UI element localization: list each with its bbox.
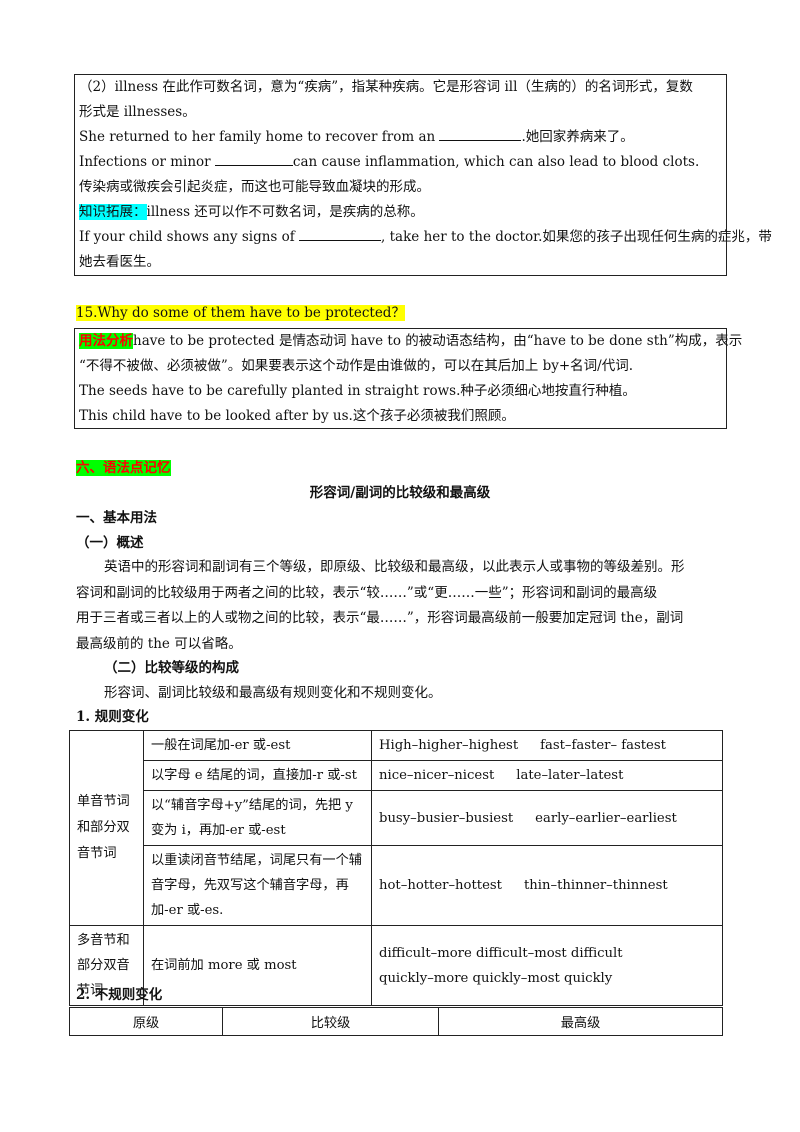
example-sentence: If your child shows any signs of , take … <box>79 225 772 250</box>
column-header-positive: 原级 <box>69 1007 223 1036</box>
fill-blank <box>439 126 522 141</box>
knowledge-extension: 知识拓展：illness 还可以作不可数名词，是疾病的总称。 <box>79 204 424 220</box>
usage-analysis-line: 用法分析have to be protected 是情态动词 have to 的… <box>79 333 743 349</box>
example-sentence: This child have to be looked after by us… <box>79 408 515 424</box>
overview-paragraph-line: 容词和副词的比较级用于两者之间的比较，表示“较……”或“更……一些”；形容词和副… <box>76 585 658 601</box>
usage-analysis-line: “不得不被做、必须被做”。如果要表示这个动作是由谁做的，可以在其后加上 by+名… <box>79 358 634 374</box>
table-row: 单音节词和部分双音节词 一般在词尾加-er 或-est High–higher–… <box>69 730 723 926</box>
column-header-superlative: 最高级 <box>438 1007 723 1036</box>
subheading-formation: （二）比较等级的构成 <box>104 660 239 676</box>
subheading-basic-usage: 一、基本用法 <box>76 510 157 526</box>
rule-cell: 一般在词尾加-er 或-est <box>143 730 372 761</box>
usage-analysis-box: 用法分析have to be protected 是情态动词 have to 的… <box>74 328 743 429</box>
formation-note: 形容词、副词比较级和最高级有规则变化和不规则变化。 <box>104 685 442 701</box>
group-label-polysyllabic: 多音节和部分双音节词 <box>69 925 144 1006</box>
overview-paragraph-line: 用于三者或三者以上的人或物之间的比较，表示“最……”，形容词最高级前一般要加定冠… <box>76 610 684 626</box>
question-15: 15.Why do some of them have to be protec… <box>76 305 405 321</box>
note-line: （2）illness 在此作可数名词，意为“疾病”，指某种疾病。它是形容词 il… <box>79 79 693 95</box>
rule-cell: 以重读闭音节结尾，词尾只有一个辅音字母，先双写这个辅音字母，再加-er 或-es… <box>143 845 372 926</box>
overview-paragraph-line: 最高级前的 the 可以省略。 <box>76 636 242 652</box>
table-row: 以“辅音字母+y”结尾的词，先把 y 变为 i，再加-er 或-est busy… <box>70 790 723 846</box>
fill-blank <box>214 151 293 166</box>
column-header-comparative: 比较级 <box>222 1007 439 1036</box>
overview-paragraph-line: 英语中的形容词和副词有三个等级，即原级、比较级和最高级，以此表示人或事物的等级差… <box>104 559 685 575</box>
rule-cell: 在词前加 more 或 most <box>143 925 372 1006</box>
regular-changes-table: 单音节词和部分双音节词 一般在词尾加-er 或-est High–higher–… <box>69 730 723 1006</box>
group-label-monosyllabic: 单音节词和部分双音节词 <box>69 730 144 926</box>
grammar-title: 形容词/副词的比较级和最高级 <box>309 485 491 501</box>
table-header-row: 原级 比较级 最高级 <box>69 1007 723 1036</box>
irregular-changes-table: 原级 比较级 最高级 <box>69 1007 723 1036</box>
knowledge-extension-label: 知识拓展： <box>79 204 147 220</box>
section-heading: 六、语法点记忆 <box>76 460 171 476</box>
rule-cell: 以“辅音字母+y”结尾的词，先把 y 变为 i，再加-er 或-est <box>143 790 372 846</box>
example-cell: difficult–more difficult–most difficult … <box>371 925 723 1006</box>
subheading-overview: （一）概述 <box>76 535 144 551</box>
table-row: 以重读闭音节结尾，词尾只有一个辅音字母，先双写这个辅音字母，再加-er 或-es… <box>70 845 723 926</box>
note-line: 形式是 illnesses。 <box>79 104 196 120</box>
rule-cell: 以字母 e 结尾的词，直接加-r 或-st <box>143 760 372 791</box>
illness-note-box: （2）illness 在此作可数名词，意为“疾病”，指某种疾病。它是形容词 il… <box>74 74 772 276</box>
example-sentence: Infections or minor can cause inflammati… <box>79 150 722 175</box>
translation-line: 她去看医生。 <box>79 254 160 270</box>
example-sentence: The seeds have to be carefully planted i… <box>79 383 636 399</box>
usage-analysis-label: 用法分析 <box>79 333 133 349</box>
table-row: 多音节和部分双音节词 在词前加 more 或 most difficult–mo… <box>69 925 723 1006</box>
translation-line: 传染病或微疾会引起炎症，而这也可能导致血凝块的形成。 <box>79 179 430 195</box>
subheading-regular: 1. 规则变化 <box>76 709 149 725</box>
example-sentence: She returned to her family home to recov… <box>79 125 722 150</box>
subheading-irregular: 2. 不规则变化 <box>76 987 163 1003</box>
fill-blank <box>299 226 382 241</box>
